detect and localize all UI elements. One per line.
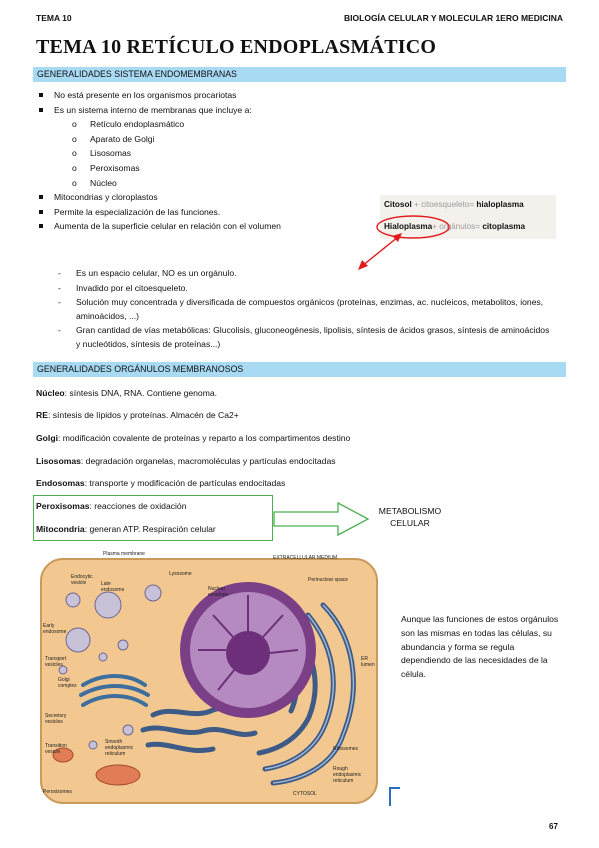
- list-item: Invadido por el citoesqueleto.: [56, 282, 556, 296]
- side-note: Aunque las funciones de estos orgánulos …: [401, 614, 559, 680]
- list-item: Es un sistema interno de membranas que i…: [36, 103, 366, 191]
- label-lysosome: Lysosome: [169, 571, 192, 577]
- organelle-endosomas: Endosomas: transporte y modificación de …: [36, 478, 286, 488]
- label-cytosol: CYTOSOL: [293, 791, 317, 797]
- label-transport: Transport: [45, 656, 67, 662]
- inset-line-2: Hialoplasma+ orgánulos= citoplasma: [384, 222, 526, 231]
- list-item: Permite la especialización de las funcio…: [36, 205, 366, 220]
- label-complex: complex: [58, 683, 77, 689]
- label-smooth-reticulum: reticulum: [105, 751, 125, 757]
- organelle-nucleo: Núcleo: síntesis DNA, RNA. Contiene geno…: [36, 388, 218, 398]
- main-bullet-list: No está presente en los organismos proca…: [36, 88, 366, 234]
- metabolism-label: METABOLISMO CELULAR: [378, 506, 442, 528]
- label-vesicles: vesicles: [45, 662, 63, 668]
- cytosol-inset: Citosol + citoesqueleto= hialoplasma Hia…: [380, 195, 556, 239]
- list-item: Mitocondrias y cloroplastos: [36, 190, 366, 205]
- label-golgi: Golgi: [58, 677, 70, 683]
- label-vesicle: vesicle: [71, 580, 87, 586]
- label-late: Late: [101, 581, 111, 587]
- label-late-endosome: endosome: [101, 587, 125, 593]
- right-arrow-icon: [273, 501, 370, 537]
- label-early: Early: [43, 623, 55, 629]
- sub-list-item: Aparato de Golgi: [54, 132, 366, 147]
- list-item: Gran cantidad de vías metabólicas: Gluco…: [56, 324, 556, 351]
- cell-diagram: Plasma membrane EXTRACELLULAR MEDIUM End…: [33, 545, 383, 807]
- label-rough: Rough: [333, 766, 348, 772]
- label-endocytic: Endocytic: [71, 574, 93, 580]
- label-transition: Transition: [45, 743, 67, 749]
- cytosol-dash-list: Es un espacio celular, NO es un orgánulo…: [56, 267, 556, 353]
- label-secretory-vesicles: vesicles: [45, 719, 63, 725]
- sub-list-item: Lisosomas: [54, 146, 366, 161]
- label-early-endosome: endosome: [43, 629, 67, 635]
- list-item: Aumenta de la superficie celular en rela…: [36, 219, 366, 234]
- label-plasma-membrane: Plasma membrane: [103, 551, 145, 557]
- label-ribosomes: Ribosomes: [333, 746, 359, 752]
- inset-line-1: Citosol + citoesqueleto= hialoplasma: [384, 200, 524, 209]
- header-right: BIOLOGÍA CELULAR Y MOLECULAR 1ERO MEDICI…: [344, 13, 563, 23]
- page-number: 67: [549, 822, 558, 831]
- label-rough-endoplasmic: endoplasmic: [333, 772, 362, 778]
- section-heading-organelles: GENERALIDADES ORGÁNULOS MEMBRANOSOS: [33, 362, 566, 377]
- label-perinuclear: Perinuclear space: [308, 577, 348, 583]
- label-transition-vesicle: vesicle: [45, 749, 61, 755]
- sub-list-item: Retículo endoplasmático: [54, 117, 366, 132]
- label-envelope: envelope: [208, 592, 229, 598]
- label-nuclear: Nuclear: [208, 586, 226, 592]
- metabolism-box: [33, 495, 273, 541]
- organelle-lisosomas: Lisosomas: degradación organelas, macrom…: [36, 456, 336, 466]
- label-peroxisomes: Peroxisomes: [43, 789, 72, 795]
- list-item: Solución muy concentrada y diversificada…: [56, 296, 556, 323]
- page-title: TEMA 10 RETÍCULO ENDOPLASMÁTICO: [36, 36, 437, 58]
- header-left: TEMA 10: [36, 13, 72, 23]
- list-item: Es un espacio celular, NO es un orgánulo…: [56, 267, 556, 281]
- corner-mark-icon: [389, 787, 400, 806]
- section-heading-endomembranes: GENERALIDADES SISTEMA ENDOMEMBRANAS: [33, 67, 566, 82]
- label-smooth-endoplasmic: endoplasmic: [105, 745, 134, 751]
- label-secretory: Secretory: [45, 713, 67, 719]
- organelle-peroxisomas: Peroxisomas: reacciones de oxidación: [36, 501, 187, 511]
- label-rough-reticulum: reticulum: [333, 778, 353, 784]
- label-lumen: lumen: [361, 662, 375, 668]
- label-er: ER: [361, 656, 368, 662]
- list-item: No está presente en los organismos proca…: [36, 88, 366, 103]
- organelle-mitocondria: Mitocondria: generan ATP. Respiración ce…: [36, 524, 216, 534]
- label-extracellular: EXTRACELLULAR MEDIUM: [273, 555, 337, 561]
- organelle-re: RE: síntesis de lípidos y proteínas. Alm…: [36, 410, 239, 420]
- sub-list: Retículo endoplasmático Aparato de Golgi…: [54, 117, 366, 190]
- sub-list-item: Núcleo: [54, 176, 366, 191]
- label-smooth: Smooth: [105, 739, 122, 745]
- sub-list-item: Peroxisomas: [54, 161, 366, 176]
- organelle-golgi: Golgi: modificación covalente de proteín…: [36, 433, 351, 443]
